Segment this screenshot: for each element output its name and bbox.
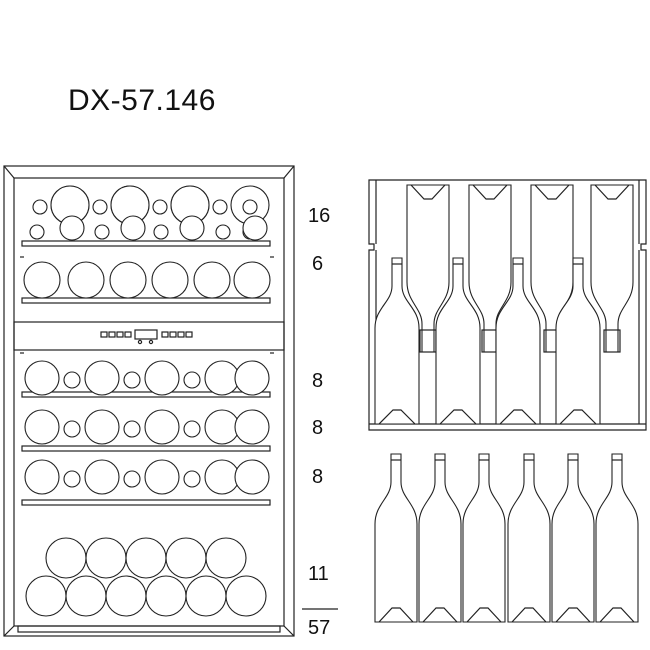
bottle-end-small (63, 371, 81, 389)
bottle-end (144, 459, 180, 495)
bottle-end (109, 261, 147, 299)
bottle-end (204, 459, 240, 495)
bottle-end-small (123, 470, 141, 488)
shelf-count-5: 8 (312, 466, 323, 488)
bottle-end (234, 409, 270, 445)
bottle-end-small (123, 420, 141, 438)
bottle-end-small (94, 224, 110, 240)
bottle-end (165, 537, 207, 579)
bottle-end (24, 459, 60, 495)
bottle-upright (507, 453, 551, 623)
bottle-end-small (212, 199, 228, 215)
bottle-end (105, 575, 147, 617)
cabinet-outer-frame (3, 165, 295, 637)
shelves (20, 240, 274, 506)
bottle-end-small (92, 199, 108, 215)
bottle-end (234, 360, 270, 396)
bottle-end (225, 575, 267, 617)
bottle-end-small (183, 470, 201, 488)
control-buttons (100, 329, 193, 345)
bottle-upright (374, 453, 418, 623)
bottle-end (67, 261, 105, 299)
shelf-count-1: 16 (308, 205, 330, 227)
bottle-end (205, 537, 247, 579)
bottle-end-small (63, 420, 81, 438)
shelf-counts: 16 6 8 8 8 11 57 (302, 205, 338, 639)
bottle-end (23, 261, 61, 299)
bottle-end (234, 459, 270, 495)
model-title: DX-57.146 (68, 84, 216, 117)
bottle-end (24, 360, 60, 396)
bottle-end (84, 459, 120, 495)
bottle-end (59, 215, 85, 241)
bottle-end (185, 575, 227, 617)
bottle-end (25, 575, 67, 617)
bottle-end (24, 409, 60, 445)
bottle-end-small (29, 224, 45, 240)
bottle-end-small (215, 224, 231, 240)
bottle-end-small (123, 371, 141, 389)
bottle-end (65, 575, 107, 617)
shelf-count-2: 6 (312, 253, 323, 275)
bottle-ends (23, 185, 271, 617)
cabinet-base (17, 625, 281, 633)
bottle-end-small (152, 199, 168, 215)
bottle-end-small (242, 199, 258, 215)
bottle-end (204, 409, 240, 445)
bottle-end (84, 409, 120, 445)
bottle-end (233, 261, 271, 299)
total-count: 57 (308, 617, 330, 639)
bottle-upright (595, 453, 639, 623)
shelf-count-4: 8 (312, 417, 323, 439)
shelf-count-6: 11 (308, 563, 329, 585)
rack-bottles (374, 184, 634, 425)
bottle-upright (374, 257, 420, 425)
shelf-count-3: 8 (312, 370, 323, 392)
side-view-bottom-bottles (374, 453, 639, 623)
rack-frame (368, 179, 647, 431)
bottle-end-small (183, 420, 201, 438)
temperature-display (134, 329, 158, 340)
bottle-upright (551, 453, 595, 623)
bottle-upright (555, 257, 601, 425)
bottle-end (120, 215, 146, 241)
cabinet-front (3, 165, 295, 637)
bottle-end (45, 537, 87, 579)
bottle-end-small (153, 224, 169, 240)
bottle-end (144, 409, 180, 445)
bottle-end (125, 537, 167, 579)
bottle-end (179, 215, 205, 241)
bottle-upright (435, 257, 481, 425)
bottle-upright (462, 453, 506, 623)
bottle-end-small (63, 470, 81, 488)
bottle-end (85, 537, 127, 579)
side-view-top-rack (368, 179, 647, 431)
bottle-end (242, 215, 268, 241)
bottle-end (204, 360, 240, 396)
bottle-end (193, 261, 231, 299)
bottle-end (84, 360, 120, 396)
bottle-end (151, 261, 189, 299)
control-panel (13, 321, 285, 351)
bottle-end (145, 575, 187, 617)
bottle-end-small (183, 371, 201, 389)
bottle-upright (495, 257, 541, 425)
bottle-end (144, 360, 180, 396)
bottle-upright (418, 453, 462, 623)
bottle-end-small (32, 199, 48, 215)
